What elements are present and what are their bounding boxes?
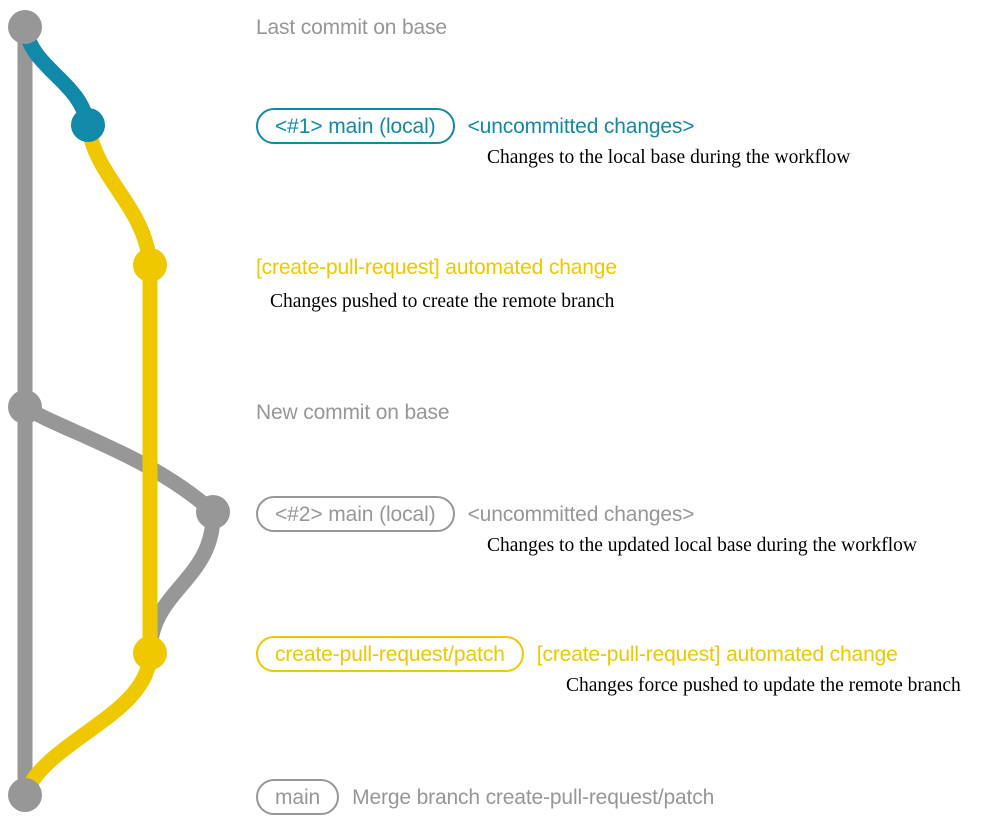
commit-entry-local-1: <#1> main (local) <uncommitted changes> [256,108,695,144]
branch-pill-create-pull-request-patch[interactable]: create-pull-request/patch [256,636,524,672]
commit-entry-last-commit-on-base: Last commit on base [256,10,447,44]
commit-entry-automated-update: create-pull-request/patch [create-pull-r… [256,636,898,672]
commit-caption-automated-update: Changes force pushed to update the remot… [566,675,961,696]
commit-headline: Merge branch create-pull-request/patch [352,785,715,809]
commit-node-merge[interactable] [8,778,42,812]
commit-caption-automated-create: Changes pushed to create the remote bran… [270,291,615,312]
commit-headline: [create-pull-request] automated change [256,255,617,279]
commit-headline: <uncommitted changes> [467,502,695,526]
commit-node-new-on-base[interactable] [8,390,42,424]
commit-node-automated-update[interactable] [133,636,167,670]
commit-entry-new-commit-on-base: New commit on base [256,398,450,426]
commit-headline: <uncommitted changes> [467,114,695,138]
commit-node-last-on-base[interactable] [8,10,42,44]
commit-caption-local-1: Changes to the local base during the wor… [487,147,851,168]
commit-headline: New commit on base [256,400,450,424]
commit-entry-local-2: <#2> main (local) <uncommitted changes> [256,496,695,532]
commit-node-local-2[interactable] [196,495,230,529]
edge-update-to-merge [17,645,158,803]
commit-caption-local-2: Changes to the updated local base during… [487,535,917,556]
branch-pill-main-local-2[interactable]: <#2> main (local) [256,496,455,532]
edge-local1-to-create [80,117,158,273]
commit-headline: Last commit on base [256,15,447,39]
commit-entry-automated-create: [create-pull-request] automated change [256,253,617,281]
branch-pill-main[interactable]: main [256,779,340,815]
commit-entry-merge: main Merge branch create-pull-request/pa… [256,779,714,815]
branch-pill-main-local-1[interactable]: <#1> main (local) [256,108,455,144]
edge-base-to-local2 [17,399,221,520]
commit-node-local-1[interactable] [71,108,105,142]
commit-headline: [create-pull-request] automated change [536,642,898,666]
commit-node-automated-create[interactable] [133,248,167,282]
